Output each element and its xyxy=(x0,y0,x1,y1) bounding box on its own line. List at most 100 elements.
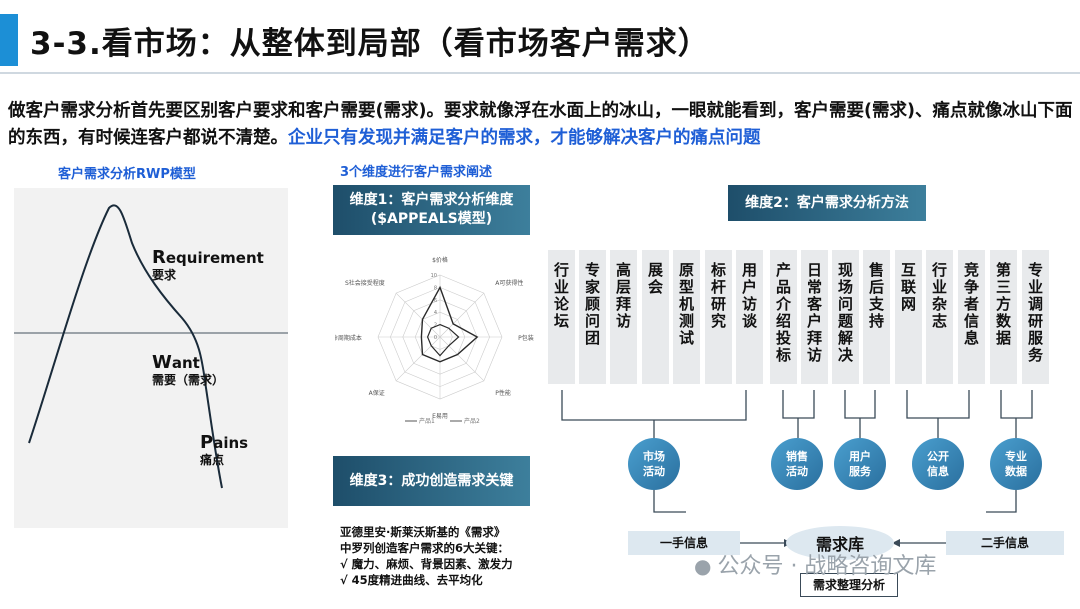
title-divider xyxy=(0,72,1080,74)
circle-market-l2: 活动 xyxy=(643,465,665,478)
radar-axis-label-0: $价格 xyxy=(432,256,448,264)
method-7: 产品介绍投标 xyxy=(770,250,797,384)
radar-tick-1: 8 xyxy=(434,285,437,291)
radar-axis-7 xyxy=(395,292,441,338)
circle-user-service: 用户服务 xyxy=(834,438,886,490)
method-9: 现场问题解决 xyxy=(832,250,859,384)
appeals-radar-chart: $价格A可获得性P包装P性能E易用A保证L生命周期成本S社会接受程度108642… xyxy=(335,256,534,425)
dimension-3-title: 维度3：成功创造需求关键 xyxy=(349,472,514,489)
bracket-sales xyxy=(782,390,815,419)
method-4: 原型机测试 xyxy=(673,250,700,384)
circle-market-l1: 市场 xyxy=(643,450,665,463)
requirement-initial: R xyxy=(152,247,166,268)
dimension-1-subtitle: ($APPEALS模型) xyxy=(370,211,493,227)
circle-user-l1: 用户 xyxy=(849,450,871,463)
page-title: 3-3.看市场：从整体到局部（看市场客户需求） xyxy=(30,26,710,62)
radar-series-1 xyxy=(426,323,460,357)
method-14: 第三方数据 xyxy=(990,250,1017,384)
key-line-1: 亚德里安·斯莱沃斯基的《需求》 xyxy=(340,525,506,539)
radar-axis-label-6: L生命周期成本 xyxy=(335,334,362,342)
method-15: 专业调研服务 xyxy=(1022,250,1049,384)
line-pro-down xyxy=(986,490,1017,513)
circle-public-l1: 公开 xyxy=(927,450,949,463)
requirement-word: equirement xyxy=(165,249,264,267)
method-3: 展会 xyxy=(642,250,669,384)
bracket-pro xyxy=(1000,390,1033,419)
key-line-3: √ 魔力、麻烦、背景因素、激发力 xyxy=(340,557,513,571)
circle-pro-l1: 专业 xyxy=(1005,450,1027,463)
radar-axis-3 xyxy=(439,336,485,382)
radar-axis-label-2: P包装 xyxy=(518,334,534,342)
method-2: 高层拜访 xyxy=(610,250,637,384)
radar-axis-label-7: S社会接受程度 xyxy=(345,279,385,287)
radar-tick-0: 10 xyxy=(431,273,437,279)
key-text: 亚德里安·斯莱沃斯基的《需求》 中罗列创造客户需求的6大关键： √ 魔力、麻烦、… xyxy=(340,524,513,588)
circle-pro-l2: 数据 xyxy=(1005,465,1027,478)
intro-paragraph: 做客户需求分析首先要区别客户要求和客户需要(需求)。要求就像浮在水面上的冰山，一… xyxy=(8,98,1076,152)
watermark: ●公众号 · 战略咨询文库 xyxy=(694,548,936,580)
radar-axis-1 xyxy=(439,292,485,338)
method-11: 互联网 xyxy=(895,250,922,384)
rwp-requirement-label: Requirement 要求 xyxy=(152,247,264,283)
line-market-down xyxy=(653,490,686,513)
circle-user-l2: 服务 xyxy=(849,465,871,478)
method-10: 售后支持 xyxy=(863,250,890,384)
dimension-1-title: 维度1：客户需求分析维度 xyxy=(349,192,514,208)
dimension-2-title: 维度2：客户需求分析方法 xyxy=(745,194,909,211)
bracket-public xyxy=(906,390,970,419)
radar-axis-label-1: A可获得性 xyxy=(495,279,523,287)
radar-legend-1: 产品2 xyxy=(464,417,480,425)
title-accent-bar xyxy=(0,14,18,66)
pains-word: ains xyxy=(213,434,249,452)
wechat-icon: ● xyxy=(694,554,712,578)
rwp-want-label: Want 需要（需求） xyxy=(152,352,225,388)
rwp-pains-label: Pains 痛点 xyxy=(200,432,249,468)
method-5: 标杆研究 xyxy=(705,250,732,384)
pains-initial: P xyxy=(200,432,214,453)
radar-legend-0: 产品1 xyxy=(419,417,435,425)
method-12: 行业杂志 xyxy=(926,250,953,384)
bracket-market xyxy=(561,390,747,421)
methods-row: 行业论坛专家顾问团高层拜访展会原型机测试标杆研究用户访谈产品介绍投标日常客户拜访… xyxy=(548,250,1068,390)
circle-sales-l2: 活动 xyxy=(786,465,808,478)
intro-text: 做客户需求分析首先要区别客户要求和客户需要(需求)。要求就像浮在水面上的冰山，一… xyxy=(8,101,1073,148)
circle-public-info: 公开信息 xyxy=(912,438,964,490)
rwp-panel xyxy=(14,188,288,528)
radar-tick-2: 6 xyxy=(434,298,437,304)
radar-axis-label-5: A保证 xyxy=(369,389,385,397)
watermark-text: 公众号 · 战略咨询文库 xyxy=(717,554,937,579)
requirement-cn: 要求 xyxy=(152,268,177,282)
demand-analysis-box: 需求整理分析 xyxy=(800,573,898,597)
method-13: 竞争者信息 xyxy=(958,250,985,384)
connector-lines xyxy=(561,390,1033,513)
dimension-2-box: 维度2：客户需求分析方法 xyxy=(728,185,926,221)
second-hand-info: 二手信息 xyxy=(946,531,1064,555)
radar-axis-label-4: E易用 xyxy=(432,413,448,420)
circle-pro-data: 专业数据 xyxy=(990,438,1042,490)
intro-highlight: 企业只有发现并满足客户的需求，才能够解决客户的痛点问题 xyxy=(288,128,761,148)
method-1: 专家顾问团 xyxy=(579,250,606,384)
want-word: ant xyxy=(171,354,200,372)
dimension-3-box: 维度3：成功创造需求关键 xyxy=(333,456,530,506)
circle-public-l2: 信息 xyxy=(927,465,949,478)
pains-cn: 痛点 xyxy=(200,453,225,467)
radar-tick-4: 2 xyxy=(434,323,437,329)
iceberg-outline xyxy=(28,204,223,489)
dimension-1-box: 维度1：客户需求分析维度 ($APPEALS模型) xyxy=(333,185,530,235)
circle-sales-l1: 销售 xyxy=(786,450,808,463)
first-hand-info: 一手信息 xyxy=(628,531,740,555)
radar-axis-label-3: P性能 xyxy=(495,389,511,397)
radar-series-0 xyxy=(420,285,479,363)
section-title: 3个维度进行客户需求阐述 xyxy=(340,165,493,180)
key-line-4: √ 45度精进曲线、去平均化 xyxy=(340,573,483,587)
circle-market-activity: 市场活动 xyxy=(628,438,680,490)
radar-axis-5 xyxy=(395,336,441,382)
radar-tick-5: 0 xyxy=(434,335,437,341)
key-line-2: 中罗列创造客户需求的6大关键： xyxy=(340,541,509,555)
method-0: 行业论坛 xyxy=(548,250,575,384)
want-initial: W xyxy=(152,352,172,373)
want-cn: 需要（需求） xyxy=(152,373,225,387)
demand-database: 需求库 xyxy=(786,526,894,560)
rwp-title: 客户需求分析RWP模型 xyxy=(58,167,196,182)
iceberg-diagram xyxy=(14,204,288,489)
